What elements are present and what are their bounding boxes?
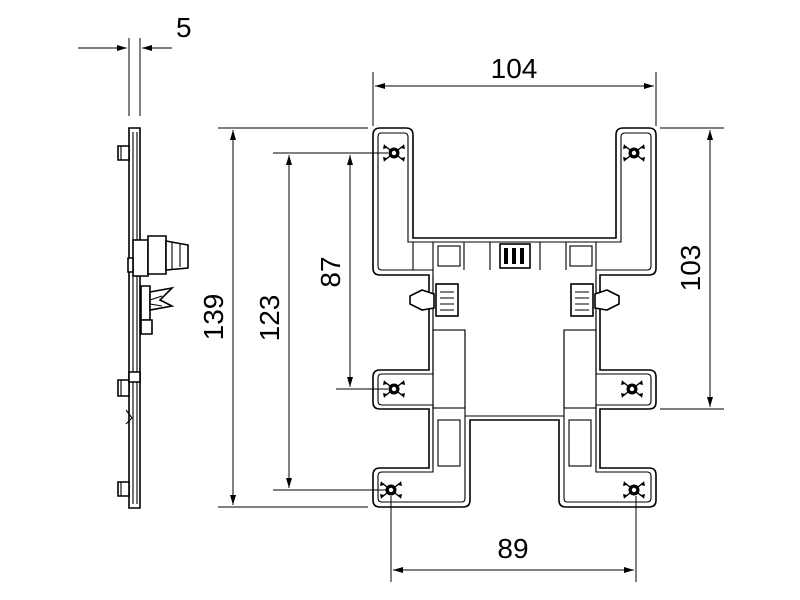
- dimension-thickness: 5: [78, 12, 192, 116]
- dimension-label: 139: [198, 294, 229, 341]
- side-view: [117, 127, 189, 509]
- dimension-label: 123: [254, 295, 285, 342]
- dimension-label: 89: [497, 533, 528, 564]
- dimension-label: 5: [176, 12, 192, 43]
- dimension-label: 103: [675, 245, 706, 292]
- front-view: [372, 127, 657, 508]
- bracket-outline: [372, 127, 657, 508]
- dimension-height-right: 103: [660, 127, 724, 410]
- dimension-width-top: 104: [372, 53, 657, 126]
- dimension-height-mid: 123: [254, 152, 388, 491]
- dimension-width-bottom: 89: [390, 496, 637, 582]
- dimension-height-total: 139: [198, 127, 368, 508]
- dimension-label: 87: [315, 256, 346, 287]
- dimension-height-upper: 87: [315, 155, 388, 390]
- dimension-label: 104: [491, 53, 538, 84]
